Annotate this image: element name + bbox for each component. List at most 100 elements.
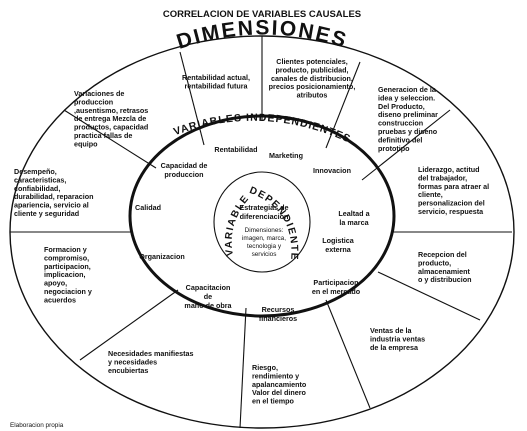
- inner-lealtad-line: la marca: [339, 218, 369, 227]
- outer-generacion-idea-line: definitivo del: [378, 135, 422, 144]
- inner-participacion-mercado-line: en el mercado: [312, 287, 361, 296]
- outer-variaciones-line: productos, capacidad: [74, 123, 148, 132]
- outer-ventas-industria-line: industria ventas: [370, 334, 425, 343]
- spoke-bottom: [239, 307, 247, 429]
- outer-desempeno-line: durabilidad, reparacion: [14, 192, 93, 201]
- inner-innovacion-line: Innovacion: [313, 166, 351, 175]
- inner-capacitacion-line: de: [204, 292, 212, 301]
- outer-clientes-potenciales-line: producto, publicidad,: [275, 65, 348, 74]
- inner-capacidad-produccion-line: produccion: [164, 170, 203, 179]
- inner-ring: [213, 171, 311, 273]
- inner-innovacion: Innovacion: [313, 166, 351, 175]
- center-sub-line-2: imagen, marca,: [242, 235, 286, 242]
- outer-recepcion-producto-line: producto,: [418, 258, 451, 267]
- outer-generacion-idea-line: diseno preliminar: [378, 110, 438, 119]
- inner-participacion-mercado-line: Participacion: [313, 278, 358, 287]
- outer-formacion-line: Formacion y: [44, 245, 87, 254]
- outer-necesidades-line: y necesidades: [108, 357, 157, 366]
- inner-recursos-financieros-line: financieros: [259, 314, 297, 323]
- outer-liderazgo-line: personalizacion del: [418, 199, 485, 208]
- outer-recepcion-producto-line: almacenamient: [418, 267, 471, 276]
- outer-desempeno-line: confiabilidad,: [14, 184, 60, 193]
- inner-rentabilidad-line: Rentabilidad: [214, 145, 257, 154]
- center-sub-line-3: tecnologia y: [247, 243, 282, 250]
- spoke-bottom-right: [325, 299, 371, 409]
- ring-title-middle: VARIABLES INDEPENDIENTES: [172, 112, 353, 146]
- outer-formacion-line: acuerdos: [44, 295, 76, 304]
- outer-riesgo-line: Valor del dinero: [252, 388, 307, 397]
- inner-organizacion: Organizacion: [139, 252, 185, 261]
- outer-variaciones-line: practica fallas de: [74, 131, 132, 140]
- outer-ventas-industria-line: de la empresa: [370, 343, 419, 352]
- inner-logistica-line: Logistica: [322, 236, 355, 245]
- spoke-right-lower: [377, 271, 481, 321]
- inner-calidad-line: Calidad: [135, 203, 161, 212]
- outer-liderazgo-line: cliente,: [418, 190, 443, 199]
- inner-logistica-line: externa: [325, 245, 352, 254]
- outer-riesgo-line: apalancamiento: [252, 380, 307, 389]
- outer-generacion-idea-line: prototipo: [378, 144, 410, 153]
- outer-desempeno-line: Desempeño,: [14, 167, 57, 176]
- outer-desempeno-line: apariencia, servicio al: [14, 201, 89, 210]
- inner-capacitacion-line: mano de obra: [184, 301, 232, 310]
- spoke-top-left: [179, 51, 205, 146]
- inner-calidad: Calidad: [135, 203, 161, 212]
- outer-rentabilidad-actual-line: Rentabilidad actual,: [182, 73, 250, 82]
- inner-recursos-financieros-line: Recursos: [262, 305, 295, 314]
- inner-marketing: Marketing: [269, 151, 303, 160]
- outer-formacion-line: implicacion,: [44, 270, 86, 279]
- outer-clientes-potenciales-line: atributos: [297, 91, 328, 100]
- outer-variaciones-line: produccion: [74, 97, 113, 106]
- spoke-top-right: [325, 61, 361, 149]
- outer-riesgo-line: Riesgo,: [252, 363, 278, 372]
- outer-necesidades-line: Necesidades manifiestas: [108, 349, 194, 358]
- outer-desempeno-line: cliente y seguridad: [14, 209, 79, 218]
- outer-generacion-idea-line: idea y seleccion.: [378, 93, 435, 102]
- outer-desempeno-line: caracteristicas,: [14, 175, 66, 184]
- center-sub-line-4: servicios: [252, 251, 277, 258]
- outer-desempeno: Desempeño,caracteristicas,confiabilidad,…: [14, 167, 93, 218]
- outer-clientes-potenciales: Clientes potenciales,producto, publicida…: [269, 57, 356, 100]
- inner-capacidad-produccion-line: Capacidad de: [161, 161, 208, 170]
- outer-riesgo-line: rendimiento y: [252, 371, 299, 380]
- outer-formacion-line: compromiso,: [44, 253, 89, 262]
- center-main-line-1: Estrategias de: [239, 203, 288, 212]
- diagram-title: CORRELACION DE VARIABLES CAUSALES: [163, 9, 361, 20]
- outer-liderazgo-line: formas para atraer al: [418, 182, 489, 191]
- outer-variaciones-line: Variaciones de: [74, 89, 124, 98]
- outer-formacion-line: apoyo,: [44, 279, 67, 288]
- outer-clientes-potenciales-line: precios posicionamiento,: [269, 82, 356, 91]
- inner-organizacion-line: Organizacion: [139, 252, 185, 261]
- outer-liderazgo-line: Liderazgo, actitud: [418, 165, 480, 174]
- outer-liderazgo-line: del trabajador,: [418, 173, 467, 182]
- spoke-bottom-left: [79, 289, 179, 361]
- outer-clientes-potenciales-line: Clientes potenciales,: [276, 57, 348, 66]
- center-main-line-2: diferenciacion: [240, 212, 289, 221]
- outer-ventas-industria-line: Ventas de la: [370, 326, 413, 335]
- outer-necesidades-line: encubiertas: [108, 366, 148, 375]
- inner-lealtad-line: Lealtad a: [338, 209, 370, 218]
- outer-recepcion-producto-line: o y distribucion: [418, 275, 472, 284]
- footer-credit: Elaboracion propia: [10, 422, 64, 429]
- outer-variaciones-line: de entrega Mezcla de: [74, 114, 146, 123]
- spoke-left-upper: [63, 109, 157, 169]
- outer-generacion-idea-line: Del Producto,: [378, 102, 425, 111]
- inner-marketing-line: Marketing: [269, 151, 303, 160]
- outer-riesgo-line: en el tiempo: [252, 397, 295, 406]
- inner-capacitacion-line: Capacitacion: [186, 283, 231, 292]
